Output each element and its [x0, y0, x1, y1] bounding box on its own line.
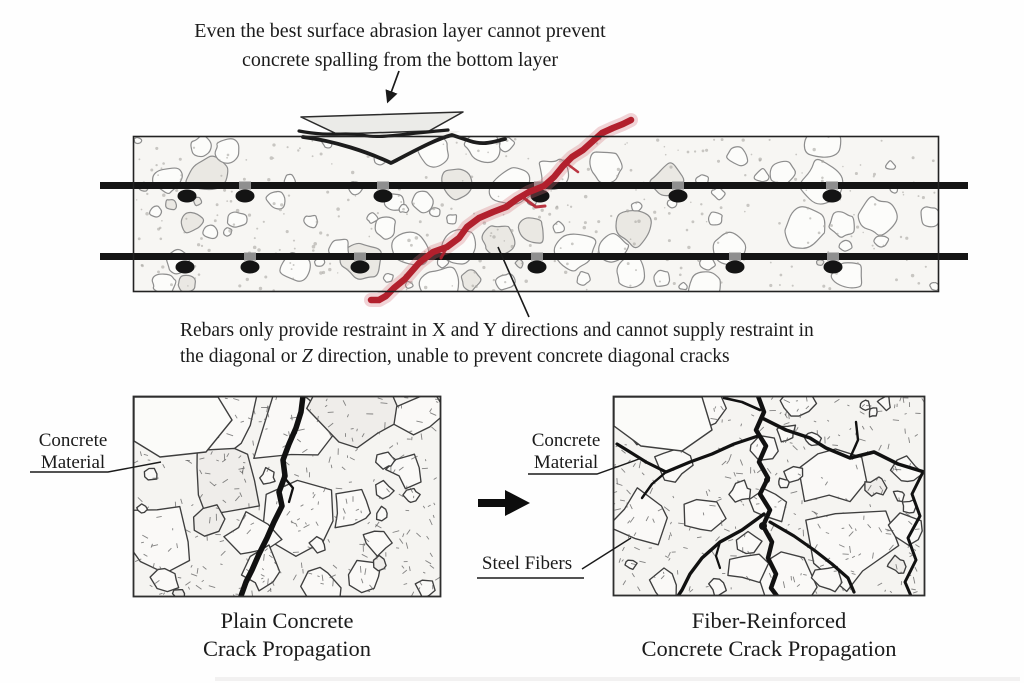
concrete-material-right-leader [528, 458, 640, 475]
fiber-panel-caption: Fiber-Reinforced Concrete Crack Propagat… [641, 608, 897, 661]
top-caption: Even the best surface abrasion layer can… [90, 17, 710, 75]
beam-illustration [100, 70, 968, 318]
top-caption-line1: Even the best surface abrasion layer can… [194, 20, 606, 42]
rebar-dot [725, 260, 745, 274]
plain-panel-texture [134, 397, 440, 596]
fiber-panel-outline [612, 395, 926, 597]
rebar-note-line2: the diagonal or Z direction, unable to p… [180, 346, 730, 367]
rebar-dot [240, 260, 260, 274]
beam-outline [132, 135, 940, 293]
rebar-note-line1: Rebars only provide restraint in X and Y… [180, 320, 814, 341]
rebar-note: Rebars only provide restraint in X and Y… [180, 318, 940, 370]
transform-arrow-icon [478, 490, 530, 516]
rebar-dot [668, 189, 688, 203]
plain-panel-caption: Plain Concrete Crack Propagation [202, 608, 372, 661]
rebar-dot [350, 260, 370, 274]
rebar-dot [373, 189, 393, 203]
fiber-concrete-panel [477, 395, 926, 597]
fiber-panel-texture [614, 397, 924, 595]
rebar-dot [822, 189, 842, 203]
spalling-fragment [297, 111, 507, 165]
concrete-material-label-left: Concrete Material [38, 430, 108, 473]
spall-arrow-icon [385, 70, 400, 104]
plain-concrete-panel [30, 395, 442, 598]
steel-fibers-leader [581, 537, 632, 570]
concrete-material-left-leader [30, 461, 162, 473]
plain-panel-outline [132, 395, 442, 598]
rebar-dot [177, 189, 197, 203]
crack-leader-line [497, 246, 530, 318]
rebar-dot [175, 260, 195, 274]
bottom-edge-artifact [215, 677, 1020, 681]
rebar-layer [100, 181, 968, 274]
concrete-material-label-right: Concrete Material [531, 430, 601, 473]
steel-fibers-label: Steel Fibers [481, 553, 573, 574]
plain-panel-crack [238, 397, 306, 596]
fiber-panel-cracks [615, 397, 924, 595]
diagonal-crack-red [364, 113, 638, 307]
top-caption-line2: concrete spalling from the bottom layer [241, 49, 558, 71]
rebar-dot [527, 260, 547, 274]
rebar-dot [235, 189, 255, 203]
rebar-dot [823, 260, 843, 274]
